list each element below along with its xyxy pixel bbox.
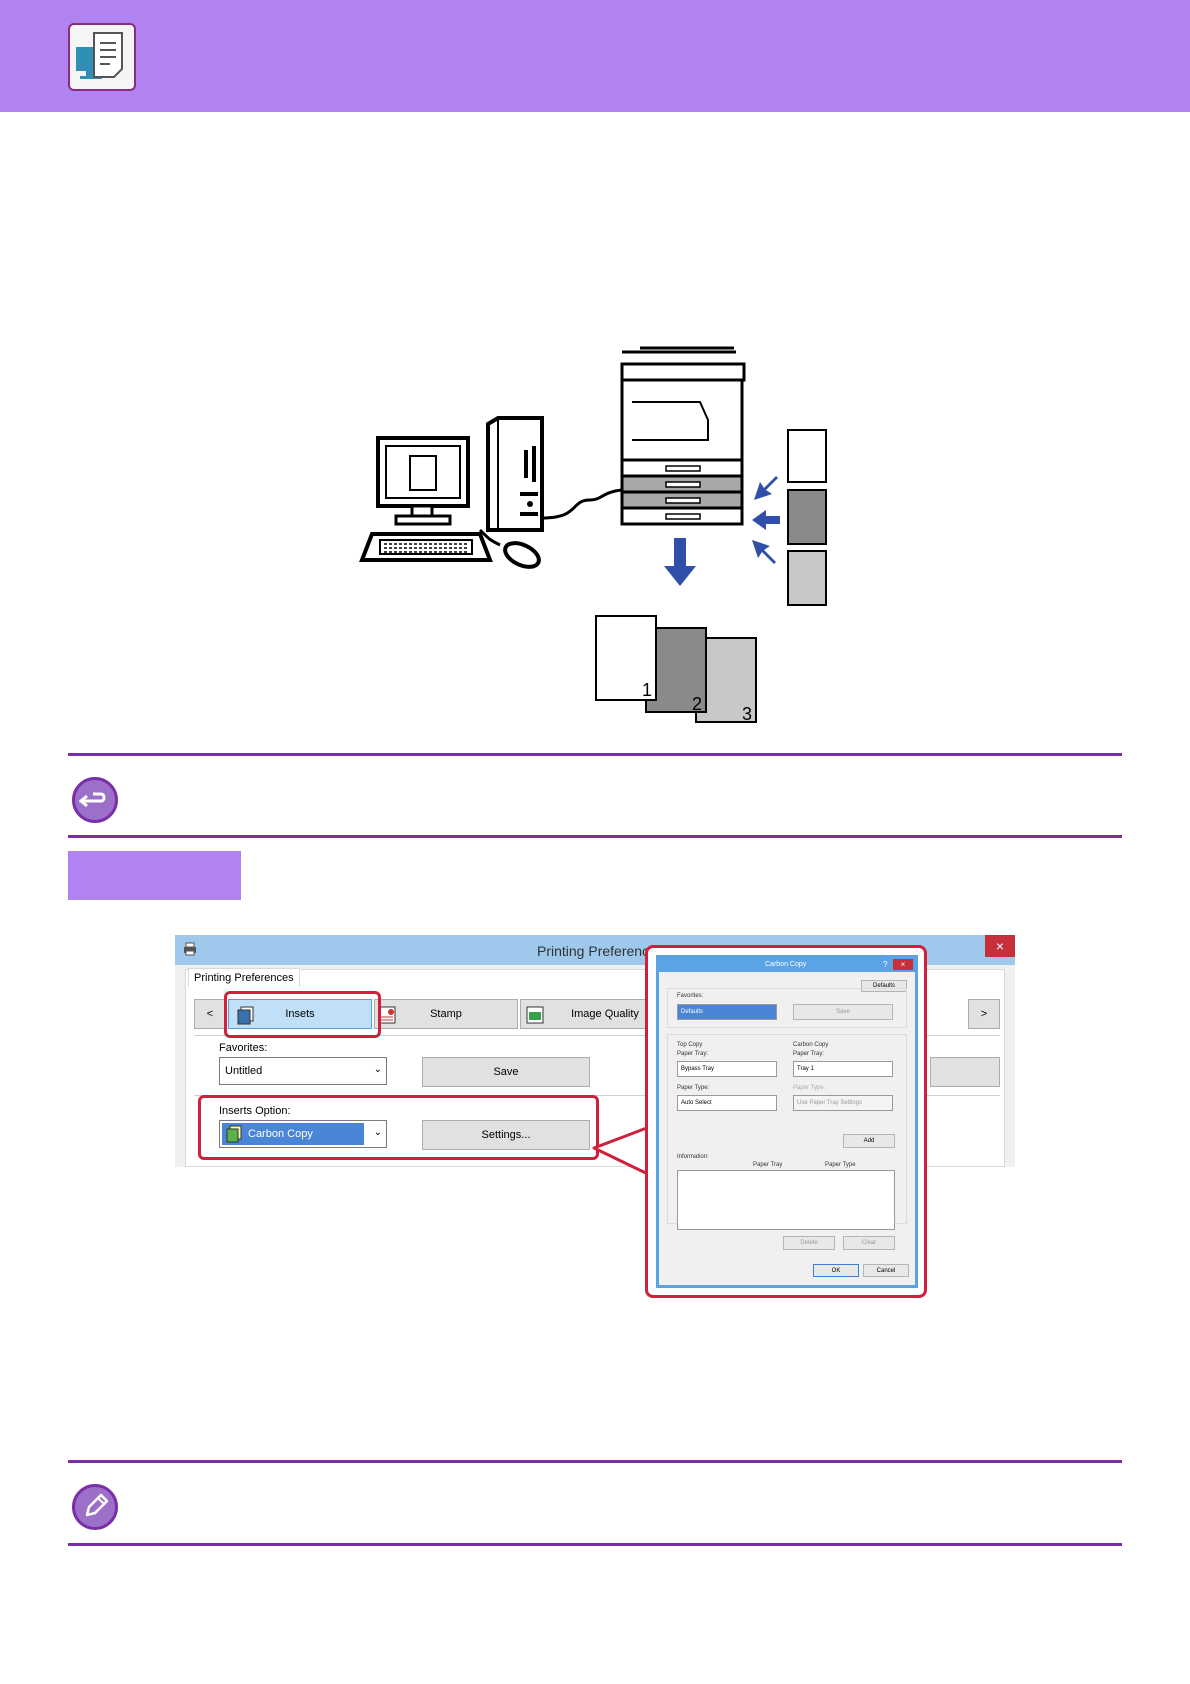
printer-driver-icon <box>68 23 136 91</box>
favorites-label: Favorites: <box>219 1042 268 1054</box>
carbon-copy-paper-type-select[interactable]: Use Paper Tray Settings <box>793 1095 893 1111</box>
save-button[interactable]: Save <box>422 1057 590 1087</box>
stamp-button[interactable]: Stamp <box>374 999 518 1029</box>
defaults-button[interactable]: Defaults <box>861 980 907 992</box>
carbon-favorites-select[interactable]: Defaults <box>677 1004 777 1020</box>
scroll-left-button[interactable]: < <box>194 999 226 1029</box>
toolbar-divider <box>194 1035 1000 1036</box>
inserts-option-select[interactable]: Carbon Copy ⌄ <box>219 1120 387 1148</box>
page-number-3: 3 <box>742 704 753 724</box>
insets-highlight-frame <box>224 991 381 1038</box>
favorites-select[interactable]: Untitled ⌄ <box>219 1057 387 1085</box>
computer-tower-icon <box>486 416 544 532</box>
window-title: Printing Preferenc <box>537 943 650 959</box>
page-number-1: 1 <box>642 680 653 700</box>
top-copy-paper-type-label: Paper Type: <box>677 1085 710 1091</box>
window-close-button[interactable]: × <box>985 935 1015 957</box>
insets-icon <box>235 1005 255 1025</box>
input-sheet-light <box>787 550 827 606</box>
image-quality-button[interactable]: Image Quality <box>520 999 650 1029</box>
stamp-label: Stamp <box>430 1008 462 1020</box>
return-tip-icon <box>72 777 118 823</box>
information-list[interactable] <box>677 1170 895 1230</box>
column-paper-type: Paper Type <box>825 1162 856 1168</box>
feed-arrows-icon <box>752 476 780 564</box>
column-paper-tray: Paper Tray <box>753 1162 783 1168</box>
page-header-band <box>0 0 1190 112</box>
section-rule-bottom <box>68 835 1122 838</box>
callout-connector <box>592 1124 653 1178</box>
partial-button[interactable] <box>930 1057 1000 1087</box>
selected-highlight <box>222 1123 364 1145</box>
output-sheets <box>595 615 757 723</box>
carbon-copy-paper-type-label: Paper Type: <box>793 1085 826 1091</box>
information-label: Information: <box>677 1154 709 1160</box>
top-copy-paper-tray-value: Bypass Tray <box>681 1066 715 1072</box>
favorites-group <box>667 988 907 1028</box>
scroll-right-button[interactable]: > <box>968 999 1000 1029</box>
top-copy-paper-type-value: Auto Select <box>681 1100 712 1106</box>
cancel-button[interactable]: Cancel <box>863 1264 909 1277</box>
settings-button[interactable]: Settings... <box>422 1120 590 1150</box>
top-copy-heading: Top Copy <box>677 1042 703 1048</box>
section-rule-top <box>68 753 1122 756</box>
carbon-copy-heading: Carbon Copy <box>793 1042 829 1048</box>
carbon-copy-paper-tray-select[interactable]: Tray 1 <box>793 1061 893 1077</box>
output-arrow-icon <box>664 538 696 586</box>
carbon-copy-paper-tray-label: Paper Tray: <box>793 1051 825 1057</box>
chevron-down-icon: ⌄ <box>373 1064 382 1075</box>
step-label-box <box>68 851 241 900</box>
top-copy-paper-tray-select[interactable]: Bypass Tray <box>677 1061 777 1077</box>
image-quality-label: Image Quality <box>571 1008 639 1020</box>
carbon-title-bar <box>659 958 915 972</box>
add-button[interactable]: Add <box>843 1134 895 1148</box>
page-number-2: 2 <box>692 694 703 714</box>
note-rule-bottom <box>68 1543 1122 1546</box>
help-button[interactable]: ? <box>883 960 888 969</box>
delete-button[interactable]: Delete <box>783 1236 835 1250</box>
monitor-icon <box>376 436 470 526</box>
carbon-close-button[interactable]: × <box>893 959 913 970</box>
carbon-copy-dialog: Carbon Copy ? × Defaults Favorites: Defa… <box>656 955 918 1288</box>
keyboard-icon <box>359 532 493 562</box>
inserts-option-value: Carbon Copy <box>248 1128 313 1140</box>
printer-icon <box>183 942 197 956</box>
pencil-note-icon <box>72 1484 118 1530</box>
carbon-dialog-title: Carbon Copy <box>765 961 807 968</box>
image-quality-icon <box>525 1005 545 1025</box>
favorites-value: Untitled <box>225 1065 263 1077</box>
carbon-copy-paper-tray-value: Tray 1 <box>797 1066 814 1072</box>
favorites-divider <box>194 1095 1000 1096</box>
top-copy-paper-tray-label: Paper Tray: <box>677 1051 709 1057</box>
multifunction-printer-icon <box>620 346 746 526</box>
carbon-favorites-value: Defaults <box>681 1009 704 1015</box>
inserts-option-label: Inserts Option: <box>219 1105 291 1117</box>
carbon-favorites-label: Favorites: <box>677 993 704 999</box>
mouse-icon <box>478 528 541 569</box>
note-rule-top <box>68 1460 1122 1463</box>
carbon-save-button[interactable]: Save <box>793 1004 893 1020</box>
carbon-copy-paper-type-value: Use Paper Tray Settings <box>797 1100 863 1106</box>
chevron-down-icon: ⌄ <box>373 1127 382 1138</box>
top-copy-paper-type-select[interactable]: Auto Select <box>677 1095 777 1111</box>
input-sheet-dark <box>787 489 827 545</box>
inserts-option-highlight-frame <box>198 1095 599 1160</box>
carbon-copy-illustration: 1 2 3 <box>340 340 860 730</box>
ok-button[interactable]: OK <box>813 1264 859 1277</box>
insets-label: Insets <box>285 1008 315 1020</box>
tab-printing-preferences[interactable]: Printing Preferences <box>188 968 300 987</box>
clear-button[interactable]: Clear <box>843 1236 895 1250</box>
input-sheet-white <box>787 429 827 483</box>
carbon-copy-icon <box>225 1125 243 1143</box>
stamp-icon <box>377 1005 397 1025</box>
insets-button[interactable]: Insets <box>228 999 372 1029</box>
